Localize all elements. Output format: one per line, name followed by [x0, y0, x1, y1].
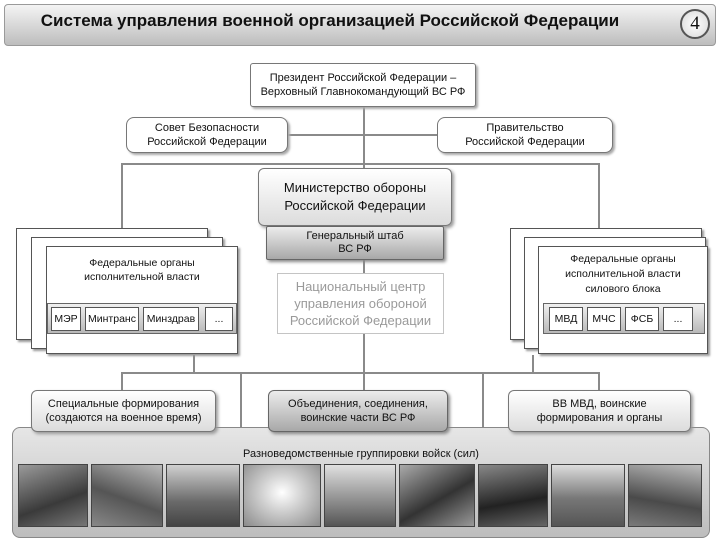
right-stack-front [538, 246, 708, 354]
internal-troops-line1: ВВ МВД, воинские [552, 398, 647, 410]
agency-more: ... [663, 307, 693, 331]
general-staff-line2: ВС РФ [338, 243, 372, 255]
title-bar [4, 4, 716, 46]
ministry-of-defence-box: Министерство обороны Российской Федераци… [258, 168, 452, 226]
security-council-line2: Российской Федерации [147, 136, 267, 148]
internal-troops-line2: формирования и органы [536, 412, 663, 424]
ministry-line1: Министерство обороны [283, 180, 427, 195]
connector-line [193, 355, 195, 373]
left-stack-front [46, 246, 238, 354]
connector-line [288, 134, 438, 136]
right-stack-line3: силового блока [585, 282, 661, 295]
left-stack-heading: Федеральные органы исполнительной власти [48, 252, 236, 288]
government-box: Правительство Российской Федерации [437, 117, 613, 153]
groupings-label: Разноведомственные группировки войск (си… [243, 448, 479, 460]
internal-troops-box: ВВ МВД, воинские формирования и органы [508, 390, 691, 432]
photo-submarine [324, 464, 396, 527]
president-line2: Верховный Главнокомандующий ВС РФ [260, 86, 466, 98]
ministry-line2: Российской Федерации [284, 198, 426, 213]
connector-line [121, 372, 123, 390]
right-stack-heading: Федеральные органы исполнительной власти… [540, 250, 706, 298]
special-formations-box: Специальные формирования (создаются на в… [31, 390, 216, 432]
left-stack-line2: исполнительной власти [84, 271, 200, 283]
connector-line [363, 106, 365, 168]
right-stack-line2: исполнительной власти [565, 267, 681, 280]
president-box: Президент Российской Федерации – Верховн… [250, 63, 476, 107]
connector-line [598, 372, 600, 390]
photo-soldiers-formation [91, 464, 163, 527]
national-center-box: Национальный центр управления обороной Р… [277, 273, 444, 334]
photo-missile-launcher [399, 464, 475, 527]
connector-line [598, 163, 600, 228]
left-stack-line1: Федеральные органы [89, 257, 195, 269]
government-line2: Российской Федерации [465, 136, 585, 148]
general-staff-line1: Генеральный штаб [306, 230, 404, 242]
connector-line [532, 355, 534, 373]
national-center-line1: Национальный центр [295, 279, 426, 294]
armed-units-box: Объединения, соединения, воинские части … [268, 390, 448, 432]
agency-mvd: МВД [549, 307, 583, 331]
armed-units-line2: воинские части ВС РФ [300, 412, 416, 424]
agency-minzdrav: Минздрав [143, 307, 199, 331]
agency-more: ... [205, 307, 233, 331]
photo-armored-vehicle [166, 464, 240, 527]
photo-soldiers-marching [18, 464, 88, 527]
connector-line [121, 163, 600, 165]
photo-helicopter [551, 464, 625, 527]
photo-aircraft [243, 464, 321, 527]
connector-line [240, 372, 242, 428]
photo-command-room [628, 464, 702, 527]
connector-line [121, 372, 600, 374]
right-stack-line1: Федеральные органы [570, 252, 676, 265]
agency-mer: МЭР [51, 307, 81, 331]
security-council-line1: Совет Безопасности [154, 122, 260, 134]
special-formations-line1: Специальные формирования [47, 398, 200, 410]
page-title: Система управления военной организацией … [40, 11, 620, 30]
armed-units-line1: Объединения, соединения, [288, 398, 428, 410]
photo-riot-police [478, 464, 548, 527]
national-center-line3: Российской Федерации [289, 313, 432, 328]
connector-line [482, 372, 484, 428]
national-center-line2: управления обороной [294, 296, 427, 311]
special-formations-line2: (создаются на военное время) [45, 412, 202, 424]
connector-line [121, 163, 123, 228]
page-number-badge: 4 [680, 9, 710, 39]
agency-mchs: МЧС [587, 307, 621, 331]
agency-fsb: ФСБ [625, 307, 659, 331]
general-staff-box: Генеральный штаб ВС РФ [266, 226, 444, 260]
security-council-box: Совет Безопасности Российской Федерации [126, 117, 288, 153]
government-line1: Правительство [486, 122, 564, 134]
president-line1: Президент Российской Федерации – [269, 72, 457, 84]
agency-mintrans: Минтранс [85, 307, 139, 331]
